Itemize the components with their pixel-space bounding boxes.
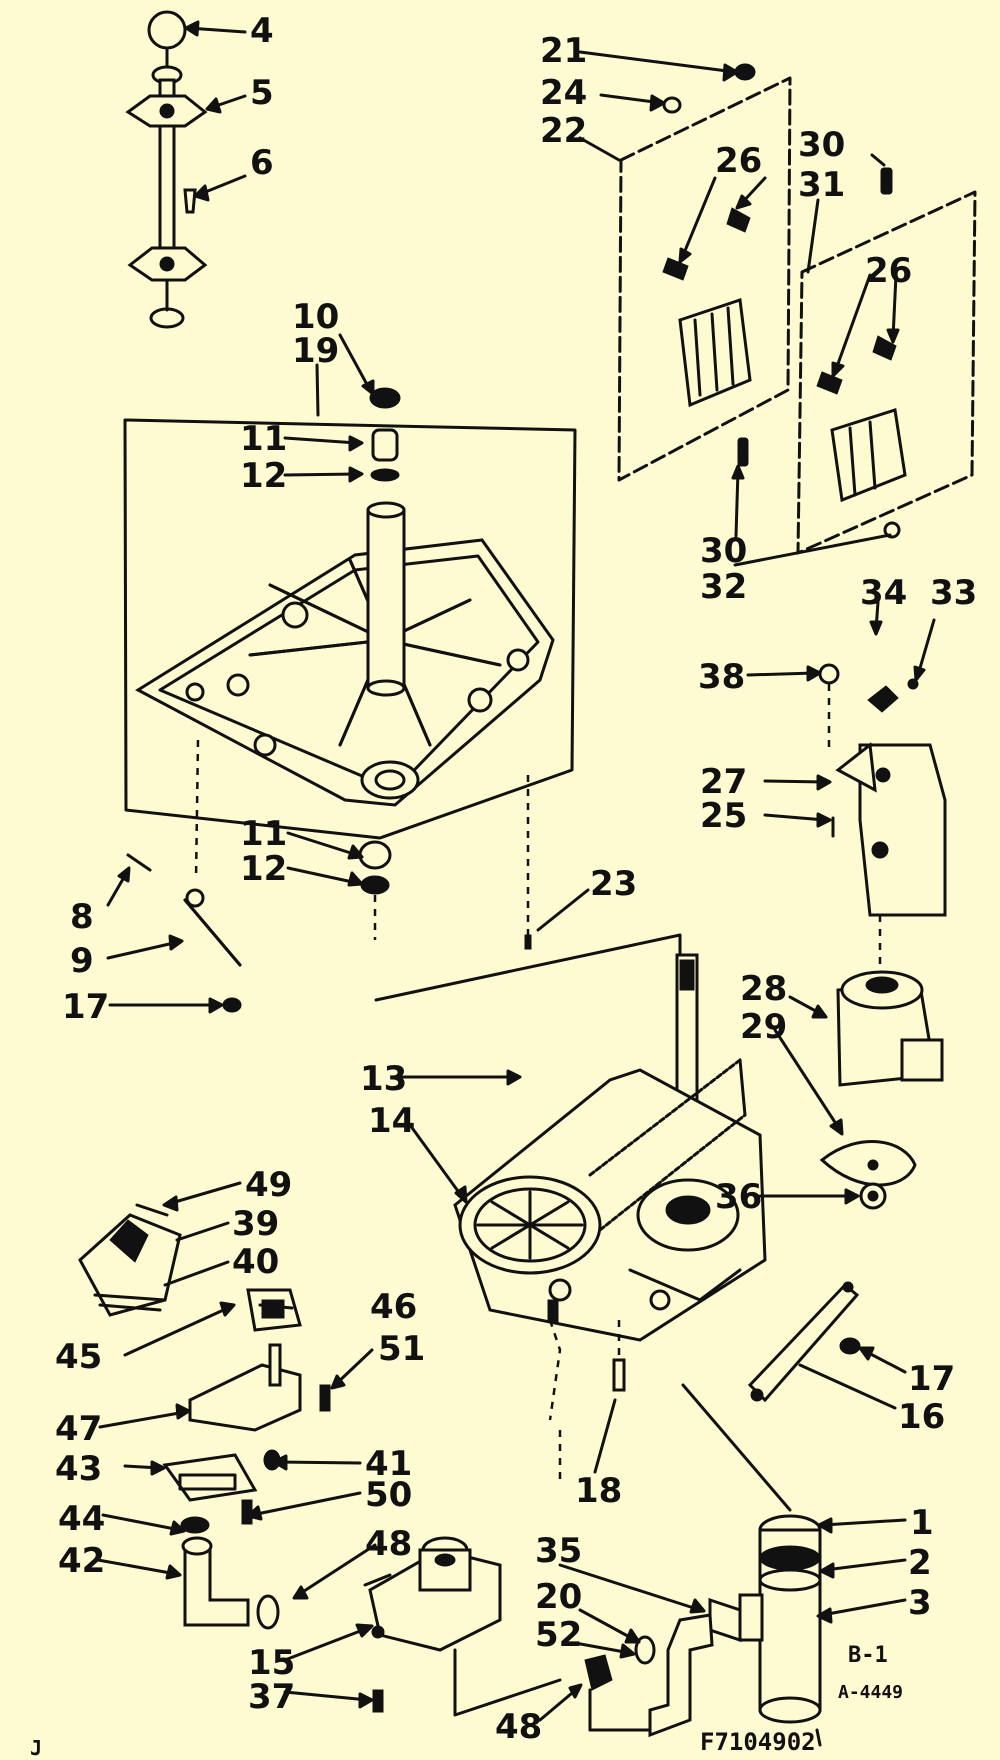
callout-35: 35	[535, 1531, 582, 1571]
callout-12-upper: 12	[240, 456, 287, 496]
callout-33: 33	[930, 573, 977, 613]
callout-12-lower: 12	[240, 849, 287, 889]
corner-mark: J	[30, 1736, 42, 1760]
callout-49: 49	[245, 1165, 292, 1205]
callout-36: 36	[715, 1177, 762, 1217]
callout-14: 14	[368, 1101, 415, 1141]
callout-25: 25	[700, 796, 747, 836]
transmission-illustration	[453, 953, 767, 1421]
callout-29: 29	[740, 1007, 787, 1047]
callout-32: 32	[700, 567, 747, 607]
callout-17-right: 17	[908, 1359, 955, 1399]
callout-26-upper: 26	[715, 141, 762, 181]
callout-11-lower: 11	[240, 814, 287, 854]
callout-23: 23	[590, 864, 637, 904]
base-plate-illustration	[123, 387, 682, 1062]
callout-2: 2	[908, 1543, 932, 1583]
callout-44: 44	[58, 1499, 105, 1539]
callout-28: 28	[740, 969, 787, 1009]
callout-22: 22	[540, 111, 587, 151]
callout-8: 8	[70, 897, 94, 937]
callout-37: 37	[248, 1677, 295, 1717]
callout-13: 13	[360, 1059, 407, 1099]
callout-18: 18	[575, 1471, 622, 1511]
callout-21: 21	[540, 31, 587, 71]
callout-20: 20	[535, 1577, 582, 1617]
pump-hose-illustration	[584, 1383, 822, 1738]
callout-52: 52	[535, 1615, 582, 1655]
sheet-reference: B-1	[848, 1643, 888, 1668]
callout-4: 4	[250, 11, 274, 51]
callout-9: 9	[70, 941, 94, 981]
callout-24: 24	[540, 73, 587, 113]
callout-15: 15	[248, 1643, 295, 1683]
callout-19: 19	[292, 331, 339, 371]
callout-50: 50	[365, 1475, 412, 1515]
drawing-footer: B-1 A-4449 F7104902 J	[30, 1643, 903, 1760]
callout-16: 16	[898, 1397, 945, 1437]
callout-41: 41	[365, 1444, 412, 1484]
callout-34: 34	[860, 573, 907, 613]
callout-3: 3	[908, 1583, 932, 1623]
callout-48-lower: 48	[495, 1707, 542, 1747]
callout-43: 43	[55, 1449, 102, 1489]
callout-51: 51	[378, 1329, 425, 1369]
callout-39: 39	[232, 1204, 279, 1244]
callout-10: 10	[292, 297, 339, 337]
motor-bracket-illustration	[818, 663, 947, 1210]
lever-illustration	[747, 1281, 861, 1403]
callout-6: 6	[250, 143, 274, 183]
callout-48-upper: 48	[365, 1524, 412, 1564]
callout-27: 27	[700, 762, 747, 802]
callout-47: 47	[55, 1409, 102, 1449]
callout-labels: 4 5 6 21 24 22 26 30 31 26 10 19 11 12 3…	[55, 11, 977, 1747]
strap-illustration	[126, 853, 242, 1013]
callout-46: 46	[370, 1287, 417, 1327]
callout-31: 31	[798, 165, 845, 205]
callout-11-upper: 11	[240, 419, 287, 459]
callout-17-left: 17	[62, 987, 109, 1027]
figure-number: F7104902	[700, 1728, 816, 1756]
callout-45: 45	[55, 1337, 102, 1377]
callout-30-upper: 30	[798, 125, 845, 165]
damper-pad-kit-illustration	[617, 63, 977, 555]
callout-1: 1	[910, 1503, 934, 1543]
callout-38: 38	[698, 657, 745, 697]
hub-assembly-illustration	[125, 10, 208, 329]
callout-40: 40	[232, 1242, 279, 1282]
drawing-number: A-4449	[838, 1682, 903, 1703]
switch-assembly-illustration	[78, 1203, 562, 1717]
callout-42: 42	[58, 1541, 105, 1581]
leader-lines	[96, 20, 936, 1747]
callout-5: 5	[250, 73, 274, 113]
callout-26-right: 26	[865, 251, 912, 291]
callout-30-lower: 30	[700, 531, 747, 571]
